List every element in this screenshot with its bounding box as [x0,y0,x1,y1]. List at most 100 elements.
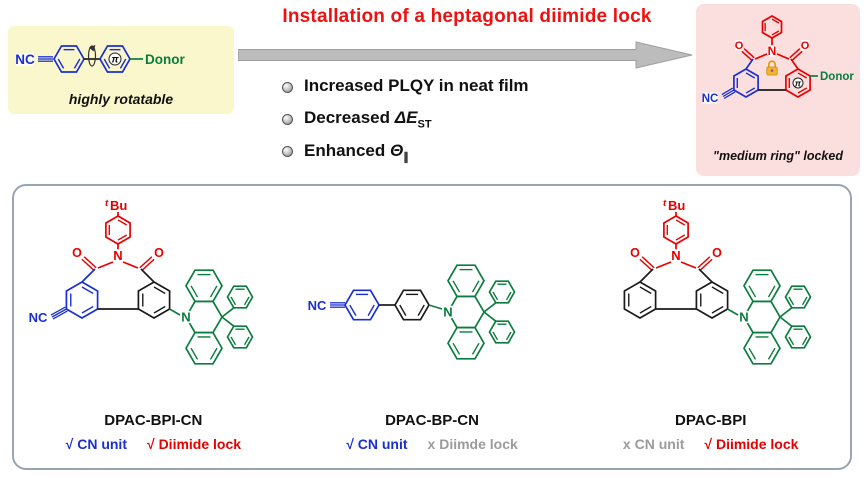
check-mark: √ [65,436,74,452]
tbu-superscript: t [105,198,109,209]
bullet-text: Increased PLQY in neat film [304,76,529,98]
ring [695,281,729,319]
ring [65,281,99,319]
bond [141,258,155,271]
bond [801,296,808,306]
bond [492,291,499,301]
ring [53,45,85,73]
bond [680,261,696,269]
bond [81,286,94,295]
bond [743,48,755,59]
ring [137,281,171,319]
ring [488,320,516,344]
ring [447,326,485,360]
bond [675,219,685,226]
bond [117,234,128,241]
bond [771,30,780,36]
label-mask [671,249,680,262]
bond [428,304,443,310]
check-mark: x [622,436,631,452]
bond [741,50,753,61]
ring [344,289,380,321]
check-label: CN unit [357,436,408,452]
label-mask [702,92,718,104]
bond [655,261,671,269]
bond [221,316,235,327]
atom-label: O [801,40,810,52]
bond [190,285,199,298]
bond [745,87,756,94]
panel-checks: √ CN unit √ Diimide lock [66,436,241,452]
atom-label: N [671,248,680,263]
bond [698,268,713,283]
atom-label: O [154,246,164,260]
atom-label: NC [702,93,719,105]
bond [788,296,794,306]
bond [119,58,127,69]
bond [221,307,235,318]
bond [639,268,654,283]
bond [801,336,808,346]
check-cn-unit: √ CN unit [346,436,407,452]
check-diimide-lock: √ Diimide lock [704,436,798,452]
bond [639,286,652,295]
bond [367,304,375,316]
bond [98,261,114,269]
pi-label: π [795,78,802,88]
atom-label: N [739,310,748,325]
bond [722,89,735,98]
ring [185,269,224,303]
ring [733,68,759,98]
bond [190,347,199,360]
bond [779,316,792,327]
atom-label: NC [15,52,35,67]
bond [711,286,724,295]
bond [50,306,66,316]
donor-label: Donor [820,71,854,83]
bond [123,261,139,269]
check-cn-unit: x CN unit [623,436,684,452]
check-mark: √ [704,436,713,452]
label-mask [155,246,164,259]
label-mask [308,299,326,312]
pi-circle [108,52,122,66]
bond [417,304,425,316]
ring [785,68,811,98]
bond [349,304,357,316]
bond [745,72,756,79]
bond [492,331,499,341]
ring [742,269,781,303]
label-mask [712,246,721,259]
bond [711,305,724,314]
bond [767,285,776,298]
atom-label: O [735,40,744,52]
check-label: Diimide lock [715,436,799,452]
bond [675,234,685,241]
bond [505,331,512,341]
bond [230,296,237,306]
bond [797,72,808,79]
bond [117,219,128,226]
ring [784,325,812,349]
molecule-name: DPAC-BP-CN [385,412,479,429]
check-mark: √ [146,436,155,452]
check-diimide-lock: √ Diimide lock [147,436,241,452]
bullet-text-main: Decreased [304,108,395,128]
rotatable-caption: highly rotatable [68,91,174,107]
bond [83,256,97,269]
check-label: CN unit [77,436,127,452]
bond [471,280,480,293]
panel-checks: √ CN unit x Diimde lock [346,436,518,452]
bond [139,256,153,269]
ring [784,285,812,309]
check-label: Diimide lock [158,436,242,452]
bullet-icon [282,81,293,93]
ring [99,45,131,73]
